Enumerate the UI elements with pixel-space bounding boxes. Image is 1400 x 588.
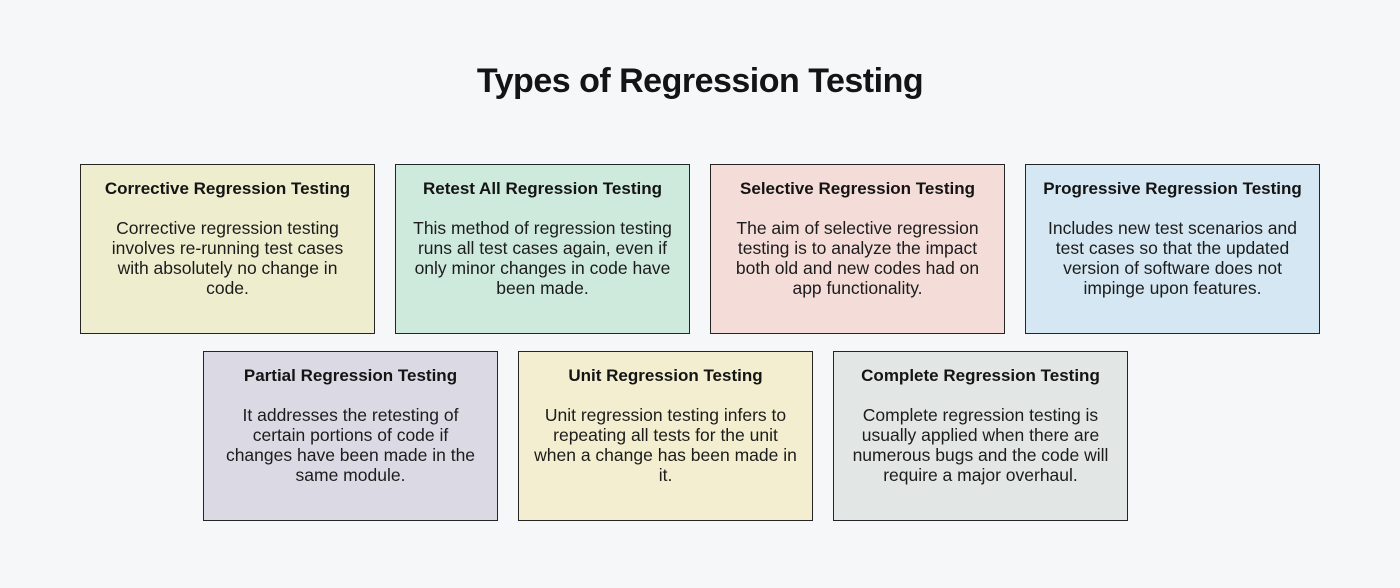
card-description: The aim of selective regression testing …: [735, 218, 980, 298]
card-description: Complete regression testing is usually a…: [852, 405, 1109, 485]
card-unit-regression-testing: Unit Regression Testing Unit regression …: [518, 351, 813, 521]
card-title: Progressive Regression Testing: [1043, 179, 1302, 198]
card-title: Complete Regression Testing: [861, 366, 1100, 385]
card-title: Retest All Regression Testing: [423, 179, 662, 198]
card-description: Unit regression testing infers to repeat…: [534, 405, 797, 485]
card-complete-regression-testing: Complete Regression Testing Complete reg…: [833, 351, 1128, 521]
card-title: Partial Regression Testing: [243, 366, 458, 385]
card-partial-regression-testing: Partial Regression Testing It addresses …: [203, 351, 498, 521]
card-description: It addresses the retesting of certain po…: [225, 405, 476, 485]
card-title: Corrective Regression Testing: [104, 179, 351, 198]
page-title: Types of Regression Testing: [476, 62, 924, 100]
card-retest-all-regression-testing: Retest All Regression Testing This metho…: [395, 164, 690, 334]
card-row-bottom: Partial Regression Testing It addresses …: [203, 351, 1128, 521]
card-description: This method of regression testing runs a…: [413, 218, 672, 298]
card-corrective-regression-testing: Corrective Regression Testing Corrective…: [80, 164, 375, 334]
card-description: Includes new test scenarios and test cas…: [1047, 218, 1298, 298]
card-selective-regression-testing: Selective Regression Testing The aim of …: [710, 164, 1005, 334]
card-title: Selective Regression Testing: [740, 179, 975, 198]
card-row-top: Corrective Regression Testing Corrective…: [80, 164, 1320, 334]
card-title: Unit Regression Testing: [568, 366, 763, 385]
card-description: Corrective regression testing involves r…: [111, 218, 344, 298]
card-progressive-regression-testing: Progressive Regression Testing Includes …: [1025, 164, 1320, 334]
